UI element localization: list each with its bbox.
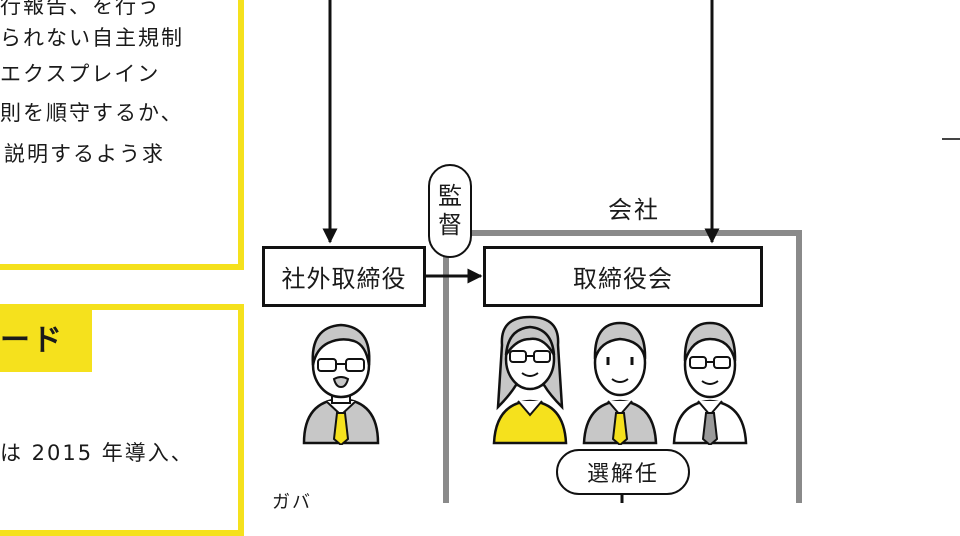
board-box: 取締役会 <box>483 246 763 307</box>
supervision-char-2: 督 <box>438 211 462 239</box>
company-label: 会社 <box>608 196 660 224</box>
section-label: ード <box>0 310 92 372</box>
note-line-3: エクスプレイン <box>0 62 161 86</box>
diagram-connectors <box>322 0 960 503</box>
board-member-woman-icon <box>492 315 568 445</box>
note-line-1: 行報告、を行う <box>0 0 161 18</box>
outside-director-box: 社外取締役 <box>262 246 426 307</box>
note-line-5: 説明するよう求 <box>4 142 165 166</box>
board-member-man-glasses-icon <box>672 321 748 445</box>
note-line-4: 則を順守するか、 <box>0 101 184 125</box>
upper-note-box <box>0 0 244 270</box>
appoint-dismiss-pill: 選解任 <box>556 449 690 495</box>
note-line-2: られない自主規制 <box>0 26 184 50</box>
company-frame <box>443 230 802 503</box>
bottom-note-text: は 2015 年導入、 <box>0 441 194 465</box>
supervision-char-1: 監 <box>438 182 462 210</box>
supervision-pill <box>428 164 472 258</box>
appoint-dismiss-label: 選解任 <box>586 462 659 487</box>
outside-director-person-icon <box>302 323 380 445</box>
board-member-man-icon <box>582 321 658 445</box>
